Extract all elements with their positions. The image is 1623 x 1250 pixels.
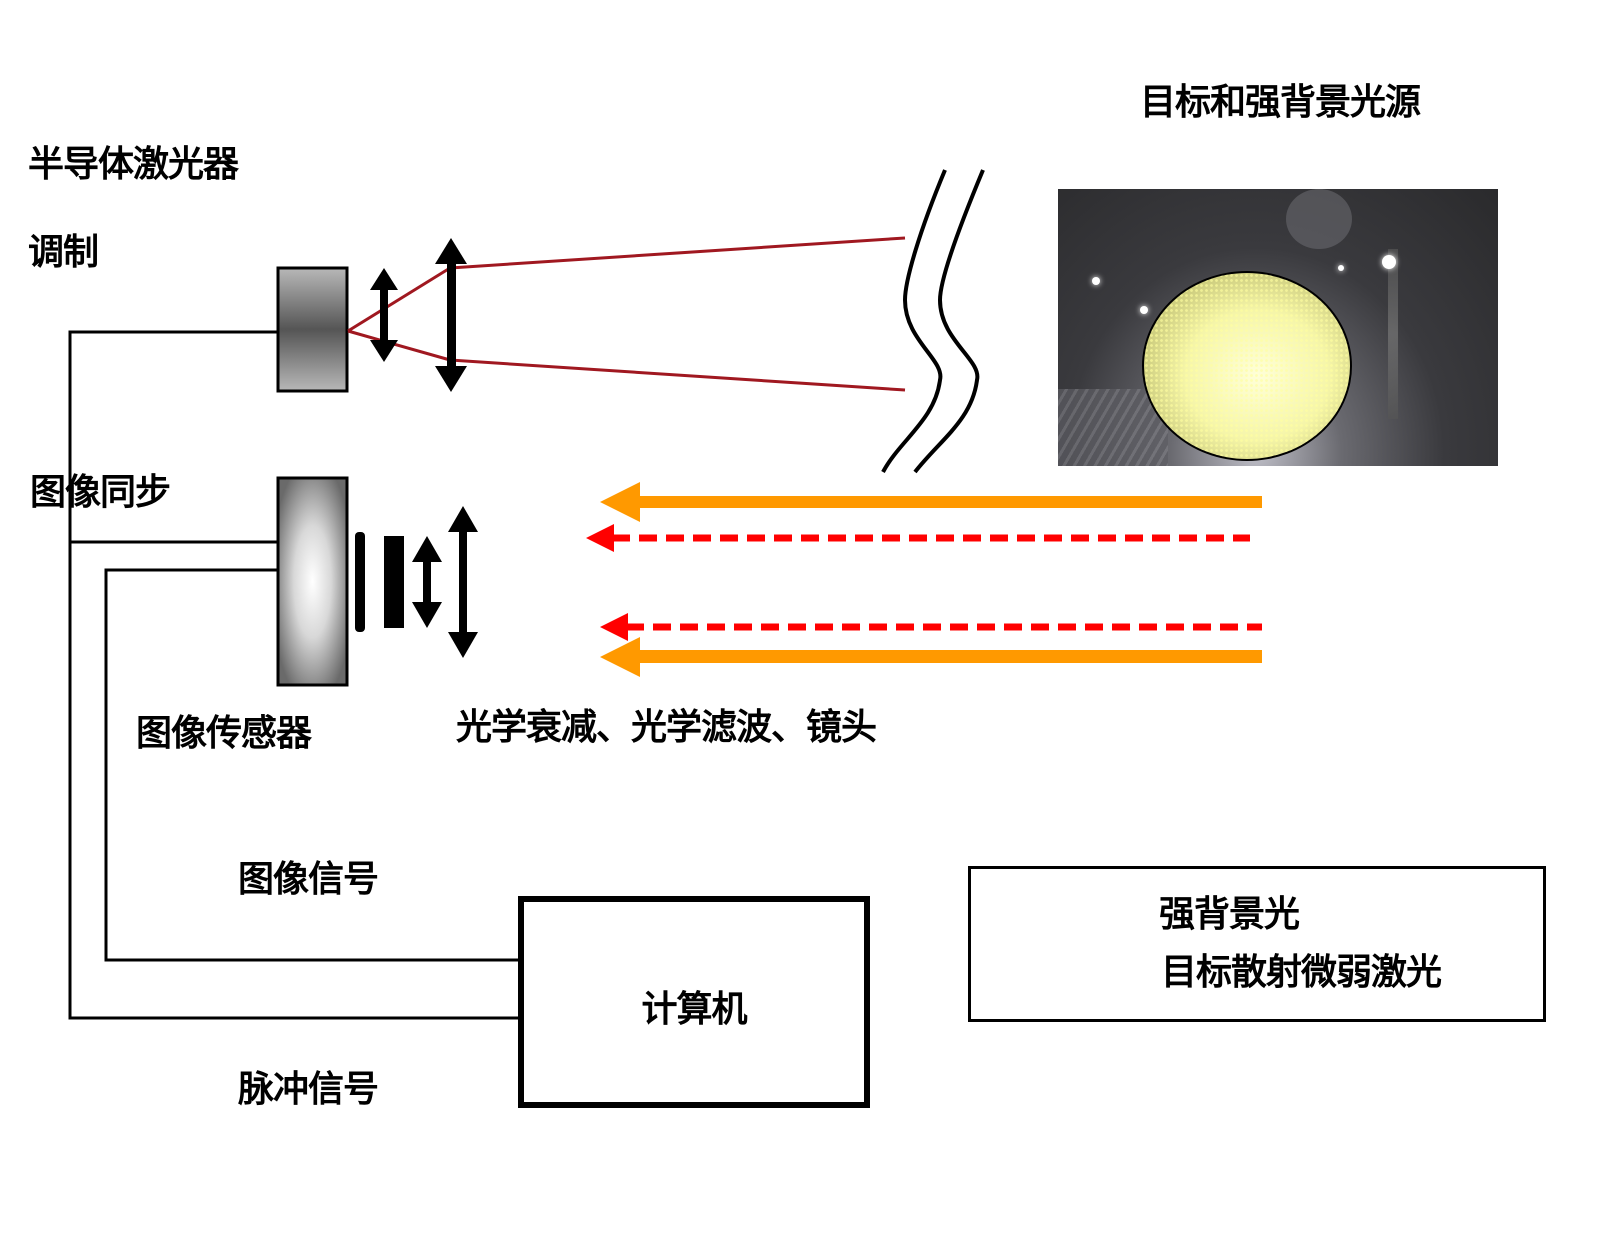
double-arrow-lens-icon [448, 506, 478, 658]
street-pole-shape [1388, 249, 1398, 419]
modulation-wire [68, 330, 278, 544]
image-sync-label: 图像同步 [30, 472, 171, 513]
light-dot [1092, 277, 1100, 285]
image-signal-wire [104, 568, 518, 962]
legend-item-background-light: 强背景光 [1159, 894, 1300, 935]
laser-label: 半导体激光器 [28, 144, 239, 185]
double-arrow-lens-icon [435, 238, 467, 392]
background-light-arrow [600, 482, 1262, 522]
light-dot [1382, 255, 1396, 269]
scattered-laser-arrow [586, 524, 1250, 552]
laser-beam [347, 236, 906, 392]
legend-item-scattered-laser: 目标散射微弱激光 [1161, 952, 1442, 993]
image-sensor-icon [276, 476, 349, 687]
light-dot [1338, 265, 1344, 271]
road-sign-shape [1286, 189, 1352, 249]
background-light-arrow [600, 637, 1262, 677]
wiring [68, 330, 518, 1020]
filter-plate-icon [384, 536, 404, 628]
strong-background-light-spot [1142, 271, 1352, 461]
image-sensor-label: 图像传感器 [136, 713, 312, 754]
pulse-signal-label: 脉冲信号 [238, 1069, 379, 1110]
scattered-laser-arrow [600, 613, 1262, 641]
laser-emitter-icon [276, 266, 349, 393]
night-scene-photo [1058, 189, 1498, 466]
wavy-break-icon [881, 169, 985, 474]
optics-label: 光学衰减、光学滤波、镜头 [456, 707, 877, 748]
computer-label: 计算机 [641, 989, 747, 1030]
pulse-signal-wire [68, 542, 518, 1020]
filter-plate-icon [355, 532, 365, 632]
double-arrow-lens-icon [412, 536, 442, 628]
legend: 强背景光 目标散射微弱激光 [968, 866, 1546, 1022]
computer-block: 计算机 [518, 896, 870, 1108]
image-signal-label: 图像信号 [238, 859, 379, 900]
scene-title: 目标和强背景光源 [1140, 82, 1421, 123]
modulation-label: 调制 [28, 232, 99, 273]
double-arrow-lens-icon [370, 268, 398, 362]
